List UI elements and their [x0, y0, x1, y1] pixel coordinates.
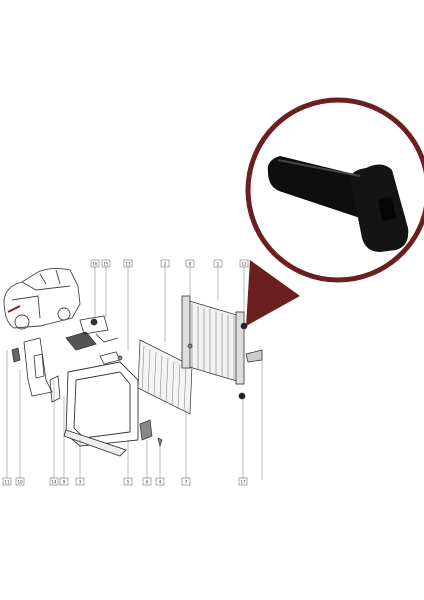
svg-text:9: 9: [63, 480, 66, 485]
callout-label: 3: [75, 477, 85, 486]
callout-label: 8: [185, 259, 195, 268]
callout-label: 14: [49, 477, 59, 486]
svg-text:16: 16: [92, 262, 98, 267]
svg-text:8: 8: [189, 262, 192, 267]
svg-text:17: 17: [240, 480, 246, 485]
fan-shroud: [63, 361, 139, 457]
callouts-top: 16 15 13 2 8 1 12: [90, 259, 249, 268]
callout-label: 5: [123, 477, 133, 486]
svg-text:11: 11: [4, 480, 10, 485]
svg-text:12: 12: [241, 262, 247, 267]
zoom-pointer: [246, 260, 300, 326]
svg-text:1: 1: [217, 262, 220, 267]
pin-part-image: [267, 156, 409, 252]
svg-text:3: 3: [79, 480, 82, 485]
svg-text:6: 6: [146, 480, 149, 485]
callout-label: 9: [59, 477, 69, 486]
callout-label: 4: [155, 477, 165, 486]
condenser: [137, 339, 193, 415]
callout-label: 17: [238, 477, 248, 486]
callout-label: 16: [90, 259, 100, 268]
callout-label: 7: [181, 477, 191, 486]
zoom-inset: [245, 97, 424, 326]
svg-text:5: 5: [127, 480, 130, 485]
bracket-parts: [11, 337, 121, 403]
callout-label: 1: [213, 259, 223, 268]
svg-text:15: 15: [103, 262, 109, 267]
svg-text:13: 13: [125, 262, 131, 267]
svg-text:14: 14: [51, 480, 57, 485]
callout-label: 15: [101, 259, 111, 268]
callout-label: 13: [123, 259, 133, 268]
callouts-bottom: 11 10 14 9 3 5 6 4 7 17: [2, 477, 248, 486]
callout-label: 2: [160, 259, 170, 268]
svg-text:4: 4: [159, 480, 162, 485]
callout-label: 11: [2, 477, 12, 486]
radiator: [181, 295, 263, 400]
svg-text:2: 2: [164, 262, 167, 267]
callout-label: 6: [142, 477, 152, 486]
svg-text:7: 7: [185, 480, 188, 485]
svg-text:10: 10: [17, 480, 23, 485]
small-fasteners: [117, 343, 193, 448]
fan-motor-assembly: [65, 315, 119, 351]
car-illustration: [3, 267, 81, 330]
leader-lines: [6, 266, 263, 480]
callout-label: 10: [15, 477, 25, 486]
callout-label: 12: [239, 259, 249, 268]
